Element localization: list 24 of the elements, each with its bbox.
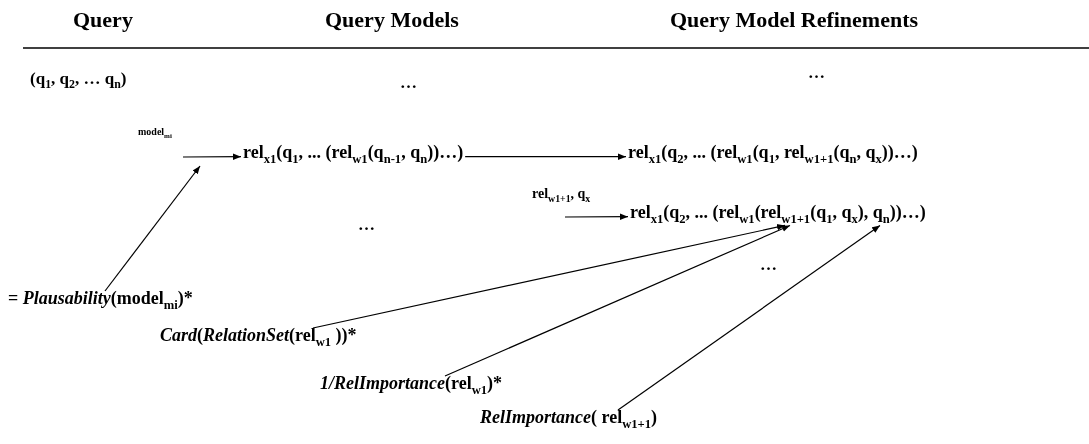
ellipsis: … — [760, 256, 777, 275]
column-heading: Query — [73, 8, 133, 33]
ellipsis: … — [358, 216, 375, 235]
formula-term: RelImportance( rel$_{w1+1}$) — [480, 408, 658, 432]
refinement-expression: rel$_{x1}$(q$_{2}$, ... (rel$_{w1}$(rel$_{w1+1}$(q$_{1}$, q$_{x}$), q$_{n}$))…) — [630, 203, 926, 227]
arrow — [444, 224, 791, 377]
arrow — [182, 153, 242, 160]
edge-label: model$_{mi}$ — [138, 126, 172, 141]
edge-label: rel$_{w1+1}$, q$_{x}$ — [532, 186, 591, 205]
query-model-expression: rel$_{x1}$(q$_{1}$, ... (rel$_{w1}$(q$_{n-1}$, q$_{n}$))…) — [243, 143, 464, 167]
arrow — [104, 165, 201, 292]
formula-term: = Plausability(model$_{mi}$)* — [8, 289, 193, 313]
ellipsis: … — [808, 64, 825, 83]
column-heading: Query Models — [325, 8, 459, 33]
formula-term: Card(RelationSet(rel$_{w1}$ ))* — [160, 326, 357, 350]
refinement-expression: rel$_{x1}$(q$_{2}$, ... (rel$_{w1}$(q$_{1}$, rel$_{w1+1}$(q$_{n}$, q$_{x}$))…) — [628, 143, 918, 167]
formula-term: 1/RelImportance(rel$_{w1}$)* — [320, 374, 503, 398]
arrow — [312, 224, 786, 329]
ellipsis: … — [400, 74, 417, 93]
query-tuple: (q$_{1}$, q$_{2}$, … q$_{n}$) — [30, 70, 127, 92]
column-heading: Query Model Refinements — [670, 8, 919, 33]
arrow — [464, 153, 627, 160]
arrow — [617, 224, 881, 411]
arrow — [564, 213, 629, 220]
